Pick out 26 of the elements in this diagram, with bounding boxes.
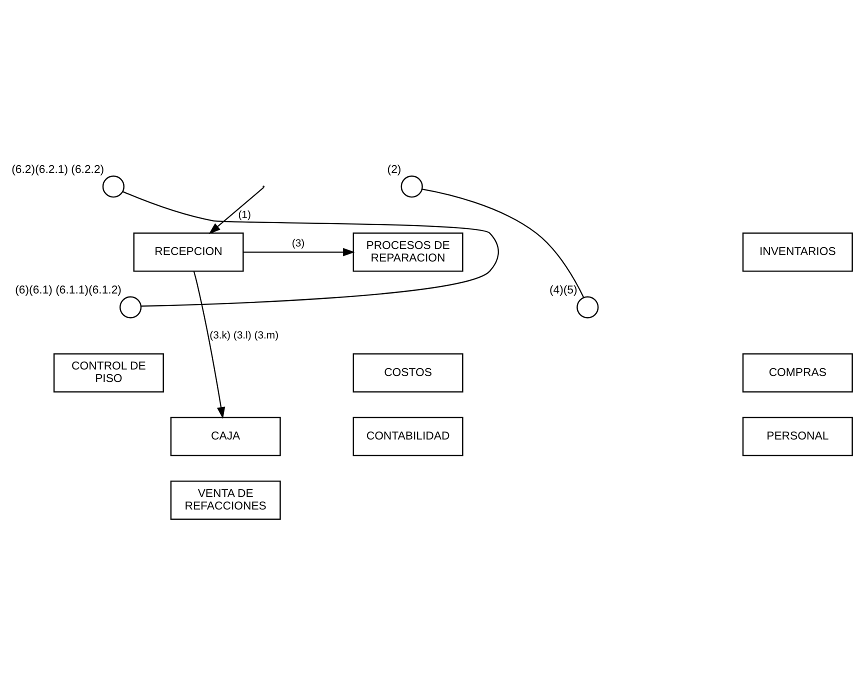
arrow <box>208 186 264 234</box>
node-label: (6)(6.1) (6.1.1)(6.1.2) <box>15 284 122 296</box>
node-box: PERSONAL <box>742 416 853 456</box>
node-box: CONTROL DE PISO <box>53 352 164 392</box>
node-box: RECEPCION <box>133 232 244 272</box>
node-box: CAJA <box>170 416 281 456</box>
node-circle <box>119 296 142 318</box>
node-box: VENTA DE REFACCIONES <box>170 480 281 520</box>
node-circle <box>400 175 423 198</box>
node-label: (6.2)(6.2.1) (6.2.2) <box>12 163 104 176</box>
connector <box>422 188 584 298</box>
node-box: CONTABILIDAD <box>352 416 464 456</box>
node-label: (4)(5) <box>549 284 578 296</box>
node-box: PROCESOS DE REPARACION <box>352 232 464 272</box>
connector <box>122 190 499 306</box>
edge-label: (3) <box>292 238 305 249</box>
node-box: COMPRAS <box>742 352 853 392</box>
edge-label: (1) <box>238 209 251 220</box>
edge-label: (3.k) (3.l) (3.m) <box>210 330 279 341</box>
node-circle <box>102 175 125 198</box>
arrow <box>193 270 226 418</box>
node-circle <box>576 296 599 318</box>
node-label: (2) <box>387 163 402 176</box>
arrow <box>243 248 355 256</box>
node-box: COSTOS <box>352 352 464 392</box>
node-box: INVENTARIOS <box>742 232 853 272</box>
